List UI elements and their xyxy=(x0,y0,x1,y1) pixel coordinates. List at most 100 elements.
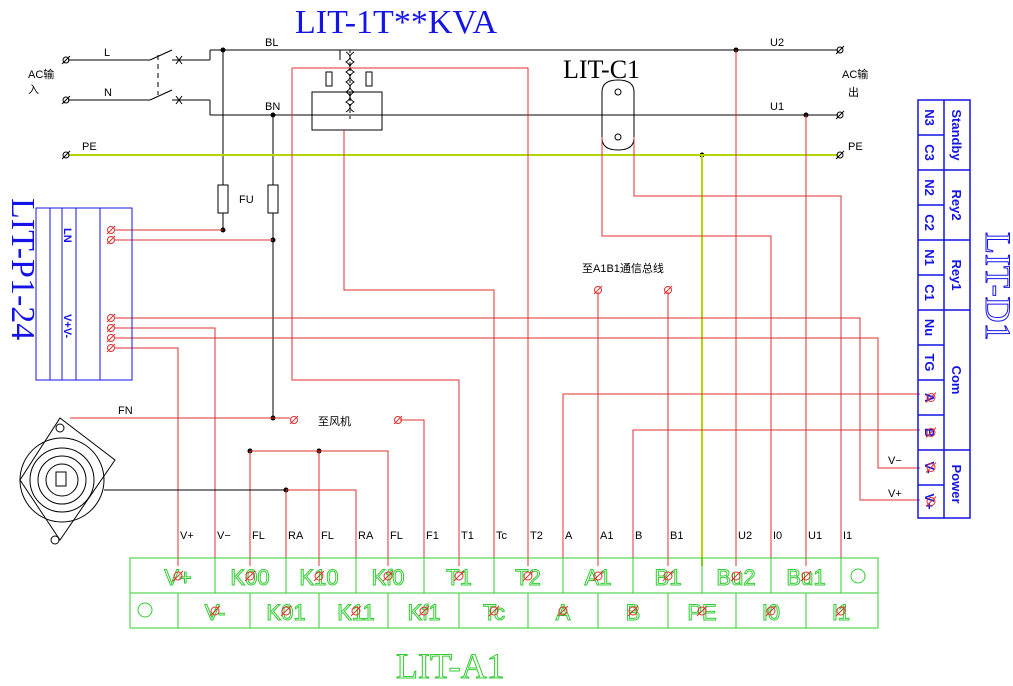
bus-label: 至A1B1通信总线 xyxy=(582,261,664,275)
a1-top-label: Kf0 xyxy=(371,565,404,590)
transformer-symbol xyxy=(311,50,383,131)
d1-terminal xyxy=(925,427,937,438)
wire-label: T1 xyxy=(461,530,474,542)
transformer-title: LIT-1T**KVA xyxy=(295,4,498,41)
a1-bottom-label: V- xyxy=(205,600,226,625)
a1-top-terminal xyxy=(662,570,674,582)
display-title: LIT-D1 xyxy=(978,232,1013,341)
a1-top-label: T2 xyxy=(515,565,541,590)
fan-label: 至风机 xyxy=(318,414,351,428)
a1-bottom-terminal xyxy=(209,605,221,617)
psu-v-label: V+V- xyxy=(61,314,73,338)
a1-bottom-terminal xyxy=(696,605,708,617)
fn-label: FN xyxy=(118,405,133,417)
d1-terminal xyxy=(925,462,937,473)
wire-label: T2 xyxy=(530,530,543,542)
power-supply-title: LIT-P1-24 xyxy=(4,198,41,340)
wire-label: V+ xyxy=(180,530,194,542)
wire-label: RA xyxy=(358,530,374,542)
vminus-label: V− xyxy=(888,455,902,467)
d1-terminal-label: C2 xyxy=(922,214,937,231)
wire-label: B1 xyxy=(670,530,683,542)
a1-bottom-terminal xyxy=(418,605,430,617)
a1-bottom-label: K01 xyxy=(266,600,305,625)
d1-group-label: Power xyxy=(949,464,964,503)
d1-terminal-label: V+ xyxy=(922,493,937,510)
wire-label: A1 xyxy=(600,530,613,542)
current-sensor-title: LIT-C1 xyxy=(563,55,640,84)
a1-bottom-label: B xyxy=(626,600,641,625)
a1-bottom-terminal xyxy=(765,605,777,617)
wire-label: I1 xyxy=(843,530,852,542)
a1-bottom-terminal xyxy=(557,605,569,617)
wire-label: F1 xyxy=(426,530,439,542)
d1-terminal-label: C1 xyxy=(922,284,937,301)
a1-top-label: K00 xyxy=(230,565,269,590)
ac-in-label-2: 入 xyxy=(28,84,39,96)
wire-label: B xyxy=(635,530,642,542)
d1-terminal-label: N1 xyxy=(922,249,937,266)
d1-terminal xyxy=(925,392,937,403)
a1-top-label: Bu1 xyxy=(786,565,825,590)
a1-top-terminal xyxy=(244,570,256,582)
a1-bottom-terminal xyxy=(488,605,500,617)
controller-terminal-box xyxy=(129,557,879,629)
d1-terminal-label: A xyxy=(922,393,937,403)
a1-bottom-label: Kf1 xyxy=(407,600,440,625)
wire-label: I0 xyxy=(773,530,782,542)
vplus-label: V+ xyxy=(888,488,902,500)
fan-symbol xyxy=(19,417,286,545)
wire-label: U2 xyxy=(738,530,752,542)
a1-top-terminal xyxy=(730,570,742,582)
bl-label: BL xyxy=(265,37,278,49)
junction-dots xyxy=(220,47,809,493)
a1-bottom-label: I1 xyxy=(832,600,850,625)
u1-label: U1 xyxy=(770,101,784,113)
ac-out-label-1: AC输 xyxy=(842,67,868,81)
wire-label: RA xyxy=(288,530,304,542)
a1-top-terminal xyxy=(592,570,604,582)
a1-top-terminal xyxy=(313,570,325,582)
d1-terminal-label: C3 xyxy=(922,144,937,161)
d1-terminal-label: B xyxy=(922,428,937,437)
wire-label: FL xyxy=(390,530,403,542)
wire-label: Tc xyxy=(496,530,508,542)
d1-terminal-label: N3 xyxy=(922,109,937,126)
power-supply-box xyxy=(35,207,133,381)
d1-group-label: Rey2 xyxy=(949,189,964,220)
wire-label: FL xyxy=(321,530,334,542)
a1-bottom-label: I0 xyxy=(762,600,780,625)
u2-label: U2 xyxy=(770,37,784,49)
main-lines xyxy=(68,49,838,418)
d1-group-label: Com xyxy=(949,366,964,395)
display-terminal-box xyxy=(917,99,971,519)
a1-bottom-label: PE xyxy=(687,600,716,625)
a1-bottom-label: Tc xyxy=(483,600,505,625)
d1-terminal xyxy=(925,496,937,507)
a1-top-label: V+ xyxy=(164,565,192,590)
wire-label: A xyxy=(565,530,573,542)
n-label: N xyxy=(104,87,112,99)
a1-top-terminal xyxy=(800,570,812,582)
a1-top-label: T1 xyxy=(446,565,472,590)
wire-label: U1 xyxy=(808,530,822,542)
terminals-black xyxy=(61,45,845,160)
a1-bottom-terminal xyxy=(280,605,292,617)
a1-top-terminal xyxy=(522,570,534,582)
controller-title: LIT-A1 xyxy=(396,646,505,686)
a1-bottom-terminal xyxy=(835,605,847,617)
l-label: L xyxy=(104,47,110,59)
a1-bottom-terminal xyxy=(627,605,639,617)
red-wires xyxy=(70,50,920,566)
d1-group-label: Standby xyxy=(949,109,964,161)
wire-label: V− xyxy=(217,530,231,542)
fu-label: FU xyxy=(239,194,254,206)
a1-bottom-terminal xyxy=(350,605,362,617)
a1-top-terminal xyxy=(453,570,465,582)
bn-label: BN xyxy=(265,101,280,113)
a1-bottom-label: K11 xyxy=(337,600,375,625)
